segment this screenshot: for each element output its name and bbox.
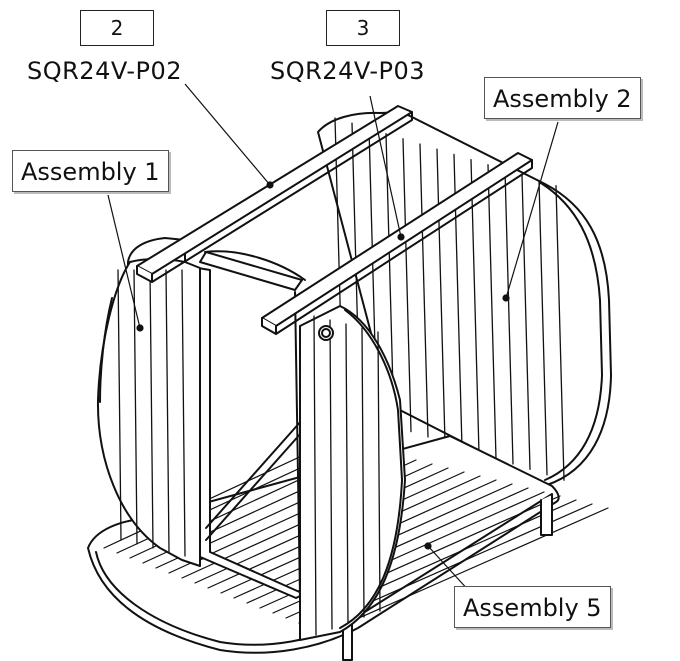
left-wall-slat bbox=[133, 269, 138, 545]
part-2-code: SQR24V-P02 bbox=[27, 57, 183, 85]
back-wall-slat bbox=[504, 169, 514, 465]
back-wall-slat bbox=[470, 158, 480, 454]
roof-rail-part-3 bbox=[261, 152, 533, 335]
back-wall-slat bbox=[538, 179, 548, 476]
back-wall-slat bbox=[419, 143, 429, 438]
right-wall-slat bbox=[361, 327, 365, 618]
assembly-5-label: Assembly 5 bbox=[454, 586, 611, 628]
left-wall-slat bbox=[149, 269, 154, 549]
leader-assembly-5 bbox=[427, 545, 471, 593]
assembly-1-label: Assembly 1 bbox=[12, 150, 169, 192]
back-wall-slat bbox=[521, 174, 531, 471]
left-wall-slat bbox=[117, 269, 122, 541]
part-2-number-box: 2 bbox=[80, 10, 154, 46]
back-wall-slat bbox=[555, 184, 565, 481]
roof-rail-part-2 bbox=[136, 105, 413, 283]
back-wall-slat bbox=[487, 164, 497, 460]
left-wall-slat bbox=[181, 269, 186, 557]
part-3-code: SQR24V-P03 bbox=[270, 57, 426, 85]
floor-slat bbox=[324, 507, 609, 634]
front-wall-right-panel bbox=[299, 305, 406, 641]
assembly-2-label: Assembly 2 bbox=[484, 77, 641, 119]
front-wall-assembly-1 bbox=[96, 258, 201, 567]
right-wall-slat bbox=[313, 315, 317, 636]
right-wall-slat bbox=[329, 319, 333, 630]
left-wall-slat bbox=[165, 269, 170, 553]
leader-part-3 bbox=[369, 95, 402, 238]
part-3-number-box: 3 bbox=[326, 10, 400, 46]
right-wall-slat bbox=[345, 323, 349, 624]
leader-assembly-1 bbox=[107, 194, 141, 329]
leader-assembly-2 bbox=[505, 121, 559, 299]
back-wall-slat bbox=[436, 148, 446, 444]
right-wall-slat bbox=[377, 331, 381, 612]
leader-part-2 bbox=[184, 83, 271, 186]
door-frame bbox=[197, 250, 306, 599]
back-wall-slat bbox=[402, 138, 412, 433]
